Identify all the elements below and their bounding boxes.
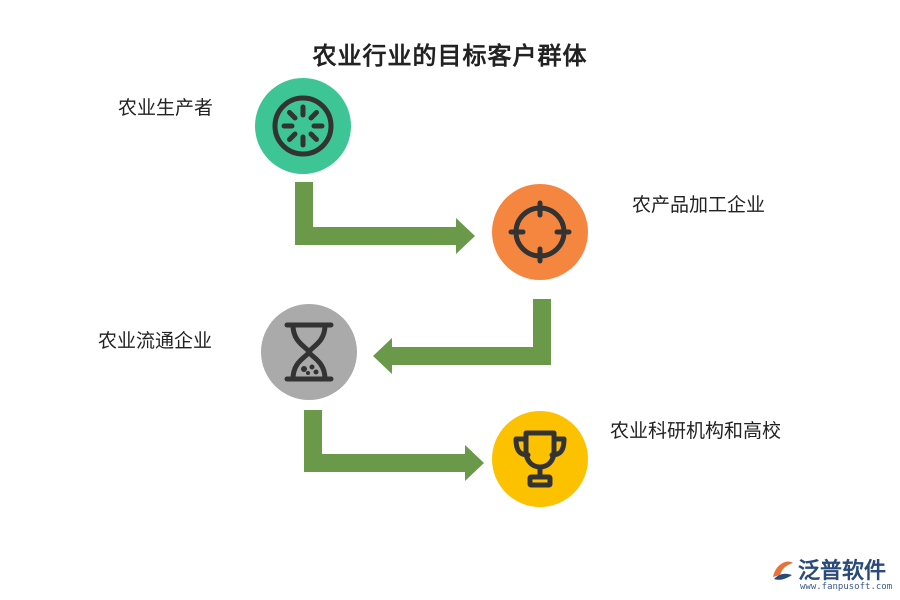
node-producers	[255, 78, 351, 174]
brand-logo: 泛普软件 www.fanpusoft.com	[770, 553, 895, 595]
node-label-processors: 农产品加工企业	[632, 194, 766, 216]
brand-logo-icon	[773, 561, 793, 580]
node-label-distributors: 农业流通企业	[98, 330, 213, 352]
hourglass-icon	[284, 322, 334, 382]
arrow-2	[373, 299, 551, 374]
node-label-research: 农业科研机构和高校	[610, 420, 782, 442]
node-label-producers: 农业生产者	[118, 97, 214, 119]
brand-name: 泛普软件	[798, 559, 887, 584]
node-research	[492, 411, 588, 507]
arrow-1	[295, 182, 475, 254]
crosshair-icon	[508, 200, 572, 264]
arrow-3	[304, 410, 484, 481]
node-processors	[492, 184, 588, 280]
trophy-icon	[513, 430, 567, 488]
node-distributors	[261, 304, 357, 400]
gear-icon	[272, 95, 334, 157]
page-title: 农业行业的目标客户群体	[312, 42, 588, 70]
brand-url: www.fanpusoft.com	[800, 582, 893, 592]
